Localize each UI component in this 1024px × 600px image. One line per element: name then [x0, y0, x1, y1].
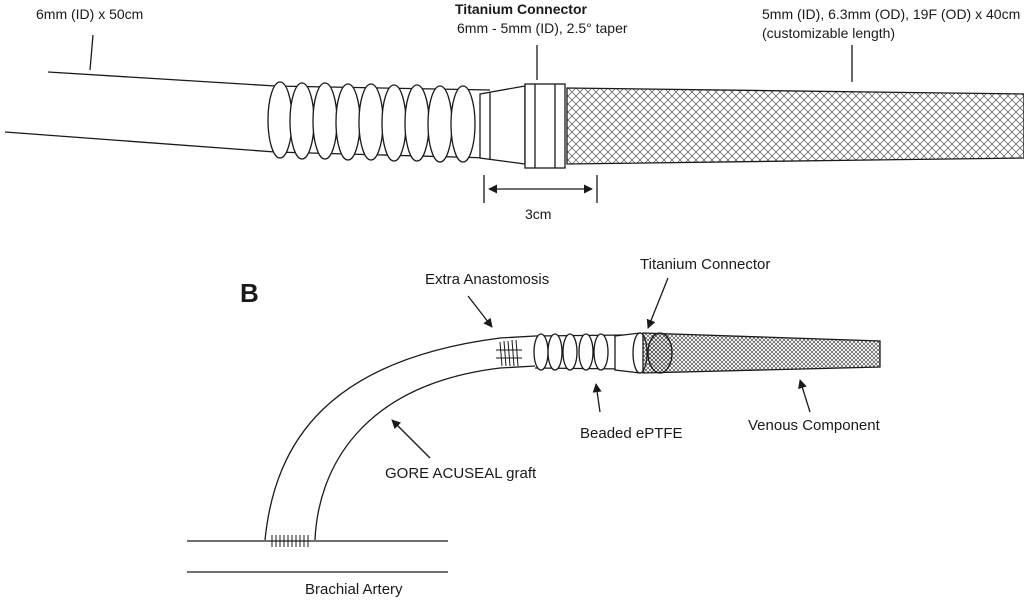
label-venous-spec: 5mm (ID), 6.3mm (OD), 19F (OD) x 40cm	[762, 6, 1021, 22]
beaded-tube-a	[267, 81, 491, 163]
arrow-titanium-connector	[646, 277, 669, 329]
arrow-beaded-eptfe	[592, 383, 602, 413]
label-tube-spec: 6mm (ID) x 50cm	[36, 6, 144, 22]
label-connector-title: Titanium Connector	[455, 1, 587, 17]
plain-tube	[4, 71, 276, 153]
brachial-artery	[187, 540, 448, 573]
panel-letter-b: B	[240, 278, 259, 308]
gore-acuseal-graft	[264, 335, 536, 547]
label-venous-note: (customizable length)	[762, 25, 896, 41]
artery-anastomosis	[271, 535, 309, 547]
label-extra-anastomosis: Extra Anastomosis	[425, 271, 550, 288]
titanium-connector-b	[614, 332, 648, 374]
arrow-extra-anastomosis	[467, 295, 493, 328]
panel-b	[187, 277, 881, 573]
label-graft: GORE ACUSEAL graft	[385, 465, 537, 482]
arrow-graft	[391, 419, 431, 459]
arrow-venous-component	[798, 379, 811, 413]
titanium-connector-a	[479, 83, 566, 169]
label-dimension: 3cm	[525, 206, 552, 222]
panel-a	[4, 34, 1024, 203]
leader-tube	[89, 34, 94, 71]
label-connector-spec: 6mm - 5mm (ID), 2.5° taper	[457, 20, 628, 36]
label-beaded-eptfe: Beaded ePTFE	[580, 425, 683, 442]
venous-mesh-b	[642, 332, 881, 374]
dimension-3cm	[483, 175, 598, 203]
label-venous-component: Venous Component	[748, 417, 880, 434]
extra-anastomosis-stitches	[496, 339, 522, 367]
label-brachial-artery: Brachial Artery	[305, 581, 403, 598]
label-titanium-connector: Titanium Connector	[640, 256, 771, 273]
beaded-tube-b	[533, 333, 626, 371]
venous-mesh-a	[566, 87, 1024, 165]
